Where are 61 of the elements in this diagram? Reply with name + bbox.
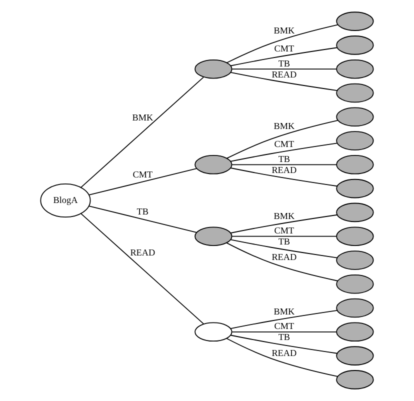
connector <box>80 76 204 188</box>
node-ellipse <box>336 178 374 198</box>
node-ellipse <box>336 12 374 31</box>
node-ellipse <box>336 107 374 127</box>
connector <box>80 213 204 324</box>
edge-label: CMT <box>274 226 294 236</box>
connector <box>230 72 338 91</box>
connector <box>230 47 338 66</box>
edge-label: CMT <box>274 321 294 332</box>
connector <box>88 206 197 233</box>
edge-label: BMK <box>274 25 295 36</box>
edge-label: CMT <box>274 139 294 150</box>
node-ellipse <box>194 59 232 79</box>
edge-label: CMT <box>274 44 294 54</box>
node-ellipse <box>336 131 374 150</box>
node-ellipse <box>194 322 232 342</box>
connector <box>88 168 197 196</box>
edge-label: READ <box>272 348 297 358</box>
node-ellipse <box>336 59 374 79</box>
node-ellipse: BlogA <box>40 184 91 218</box>
node-ellipse <box>336 202 374 222</box>
connector <box>232 236 337 237</box>
edge-label: TB <box>136 206 149 216</box>
connector <box>230 168 338 187</box>
connector <box>230 239 338 258</box>
node-ellipse <box>336 226 374 246</box>
node-ellipse <box>336 83 374 103</box>
connector <box>230 142 338 162</box>
edge-label: READ <box>130 248 156 258</box>
connector <box>230 310 338 330</box>
node-ellipse <box>336 274 374 294</box>
node-ellipse <box>194 226 232 246</box>
connector <box>226 120 338 159</box>
node-ellipse <box>336 250 374 270</box>
node-ellipse <box>336 298 374 318</box>
node-ellipse <box>336 346 374 366</box>
edge-label: TB <box>278 154 290 164</box>
edge-label: BMK <box>274 306 295 316</box>
edge-label: READ <box>272 252 297 262</box>
connector <box>230 334 338 354</box>
connector <box>226 242 338 282</box>
edge-label: READ <box>272 69 297 80</box>
connector <box>232 68 337 70</box>
connector <box>232 164 337 166</box>
edge-label: TB <box>278 58 290 68</box>
connector <box>230 214 338 234</box>
edge-label: BMK <box>274 210 295 221</box>
connector <box>226 338 338 377</box>
node-ellipse <box>336 36 374 55</box>
node-ellipse <box>336 370 374 390</box>
node-ellipse <box>336 322 374 342</box>
edge-label: BMK <box>274 120 295 131</box>
connector <box>232 331 337 332</box>
node-ellipse <box>194 155 232 174</box>
edge-label: TB <box>278 332 290 342</box>
edge-label: CMT <box>132 170 153 180</box>
connector <box>226 24 338 64</box>
edge-label: BMK <box>132 112 154 123</box>
edge-label: TB <box>278 236 290 247</box>
edge-label: READ <box>272 164 297 175</box>
node-ellipse <box>336 155 374 174</box>
